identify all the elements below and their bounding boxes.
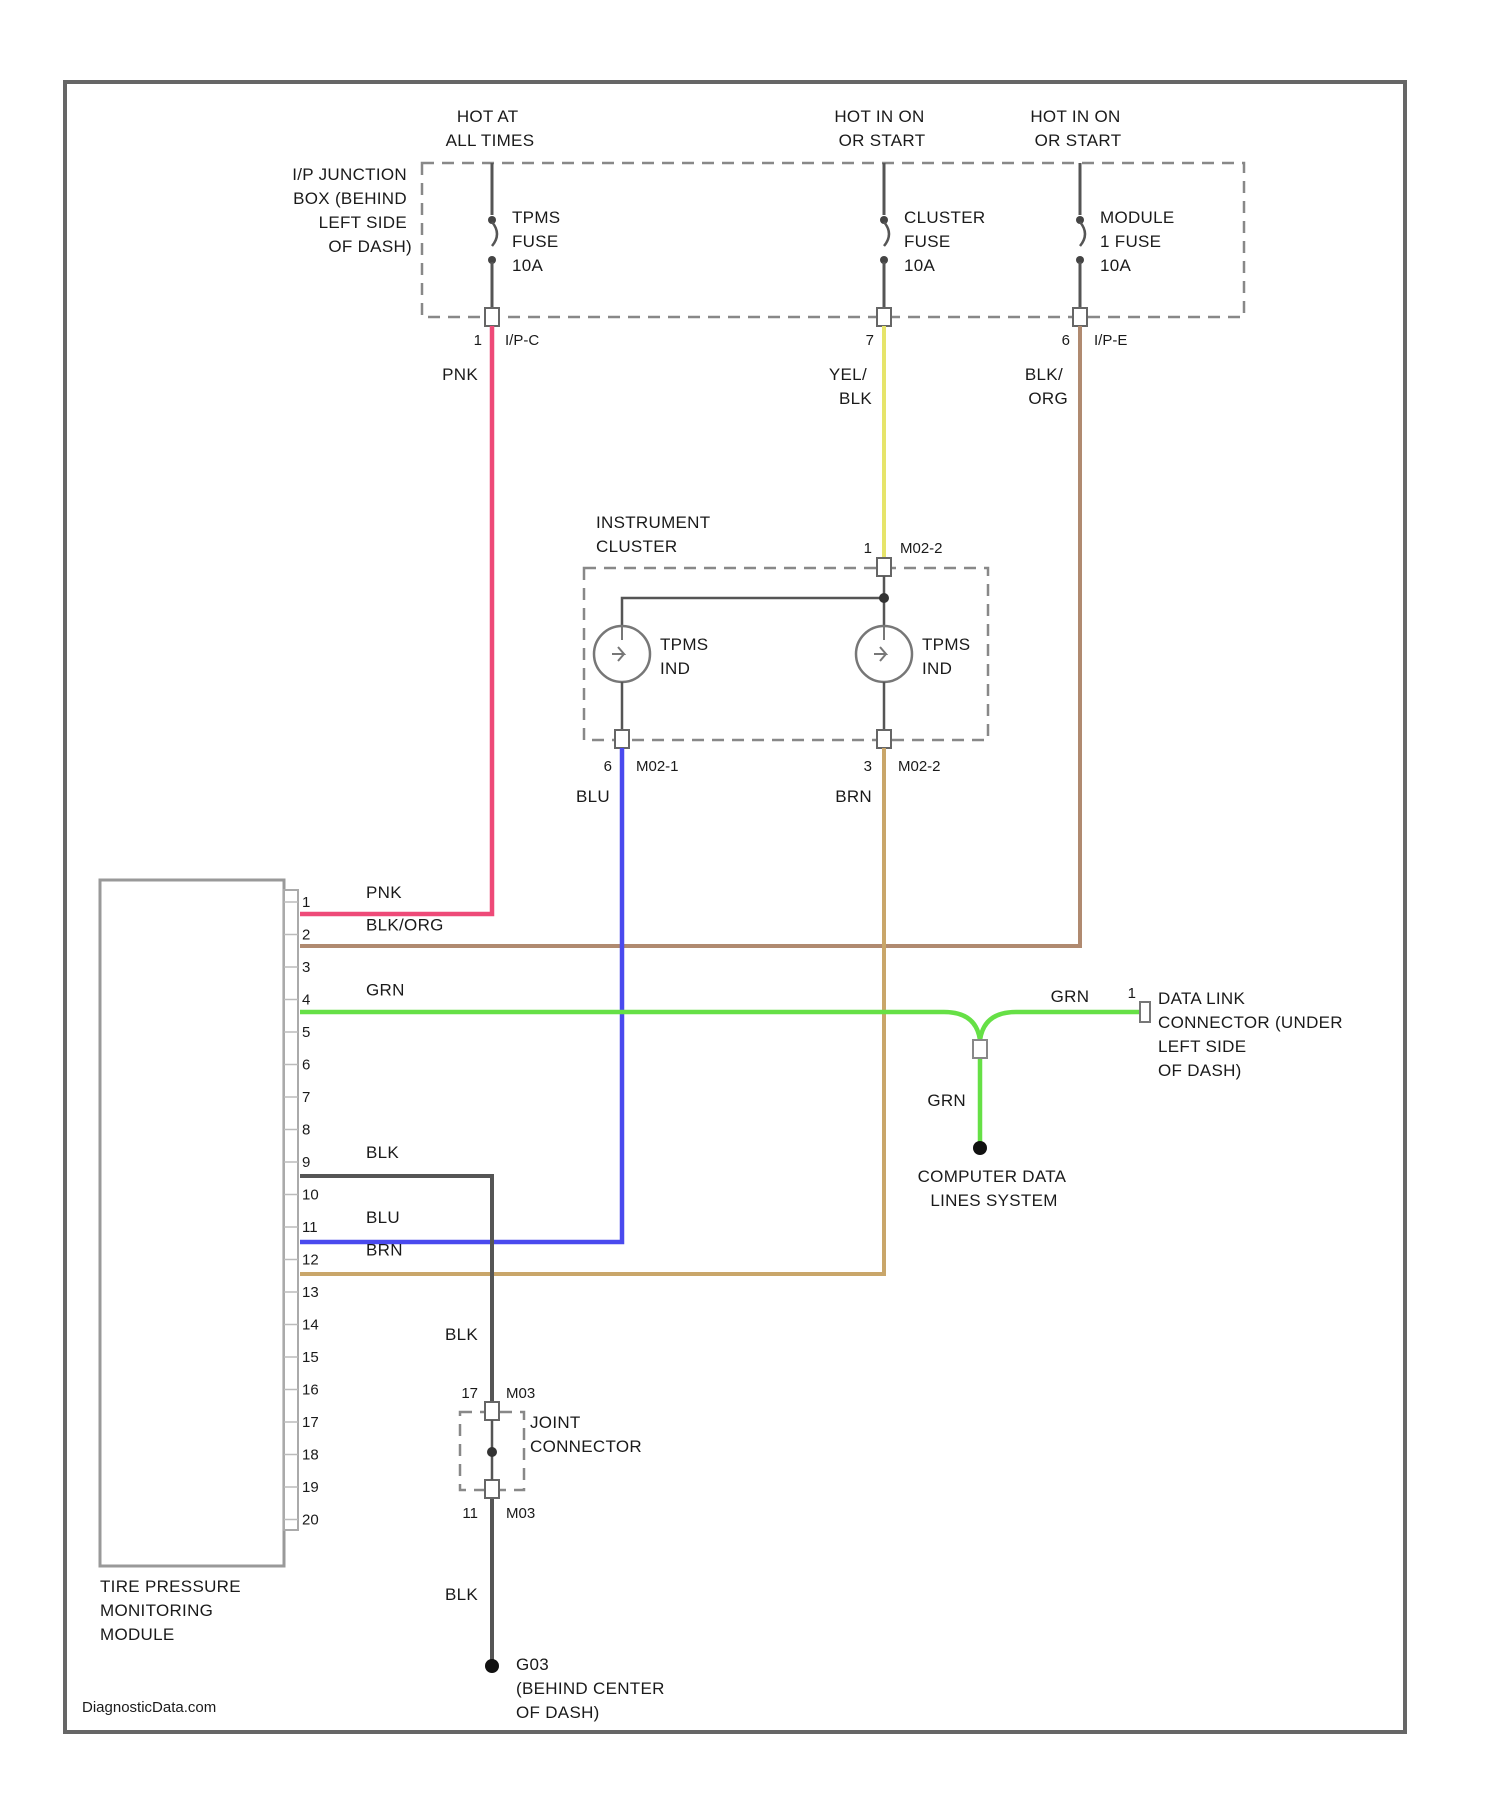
joint-splice <box>487 1447 497 1457</box>
blk-org-wire-label: BLK/ ORG <box>1025 365 1068 408</box>
tpms-fuse: TPMS FUSE 10A <box>488 163 565 317</box>
grn-wire-label-branch: GRN <box>927 1091 966 1110</box>
ipe-pin-module-label: 6 <box>1062 332 1070 349</box>
module-pin-11-wire-label: BLU <box>366 1208 400 1227</box>
ground-id-label: G03 <box>516 1655 549 1674</box>
module-pin-1-wire-label: PNK <box>366 883 402 902</box>
module-pin-3: 3 <box>302 959 310 976</box>
m02-2-top-label: M02-2 <box>900 540 943 557</box>
module-pin-19: 19 <box>302 1479 319 1496</box>
yel-blk-wire-label: YEL/ BLK <box>829 365 872 408</box>
m02-1-pin-label: 6 <box>604 758 612 775</box>
joint-bottom-pin-label: 11 <box>462 1505 478 1522</box>
tpms-indicator-left <box>594 626 650 730</box>
blu-wire <box>300 748 622 1242</box>
module-pin-10: 10 <box>302 1187 319 1204</box>
ipe-connector-label: I/P-E <box>1094 332 1127 349</box>
module-pin-9: 9 <box>302 1154 310 1171</box>
joint-bottom-conn-label: M03 <box>506 1505 535 1522</box>
m02-2-top-pin-label: 1 <box>864 540 872 557</box>
m02-1-label: M02-1 <box>636 758 679 775</box>
module-pin-11: 11 <box>302 1219 318 1236</box>
module-pin-14: 14 <box>302 1317 319 1334</box>
m02-2-bottom-label: M02-2 <box>898 758 941 775</box>
ipc-pin-label: 1 <box>474 332 482 349</box>
module-pin-2-wire-label: BLK/ORG <box>366 916 444 935</box>
cluster-fuse-label: CLUSTER FUSE 10A <box>904 208 990 275</box>
module-pin-12-wire-label: BRN <box>366 1241 403 1260</box>
blk-wire-label-upper: BLK <box>445 1325 478 1344</box>
module-connector-strip <box>284 890 298 1530</box>
joint-top-connector <box>485 1402 499 1420</box>
blk-wire-label-lower: BLK <box>445 1585 478 1604</box>
module-pin-7: 7 <box>302 1089 310 1106</box>
ipc-connector-label: I/P-C <box>505 332 539 349</box>
module-pin-17: 17 <box>302 1414 319 1431</box>
tpms-indicator-right-label: TPMS IND <box>922 635 975 678</box>
module-pin-16: 16 <box>302 1382 319 1399</box>
pnk-wire <box>300 326 492 914</box>
module-label: TIRE PRESSURE MONITORING MODULE <box>100 1577 246 1644</box>
m02-2-top-connector <box>877 558 891 576</box>
instrument-cluster-label: INSTRUMENT CLUSTER <box>596 513 715 556</box>
power-label-cluster: HOT IN ON OR START <box>834 107 929 150</box>
module-pin-2: 2 <box>302 927 310 944</box>
pnk-wire-label: PNK <box>442 365 478 384</box>
dlc-connector <box>1140 1002 1150 1022</box>
joint-top-pin-label: 17 <box>461 1385 478 1402</box>
cluster-fuse: CLUSTER FUSE 10A <box>880 163 990 317</box>
ground-location-label: (BEHIND CENTER OF DASH) <box>516 1679 670 1722</box>
joint-bottom-connector <box>485 1480 499 1498</box>
module-pin-9-wire-label: BLK <box>366 1143 399 1162</box>
module-pin-20: 20 <box>302 1512 319 1529</box>
dlc-pin-label: 1 <box>1128 985 1136 1002</box>
grn-splice-connector <box>973 1040 987 1058</box>
module-fuse-label: MODULE 1 FUSE 10A <box>1100 208 1180 275</box>
data-lines-terminal <box>973 1141 987 1155</box>
module-fuse: MODULE 1 FUSE 10A <box>1076 163 1180 317</box>
junction-box-label: I/P JUNCTION BOX (BEHIND LEFT SIDE OF DA… <box>292 165 412 256</box>
m02-2-bottom-pin-label: 3 <box>864 758 872 775</box>
module-pin-1: 1 <box>302 894 310 911</box>
tpms-indicator-left-label: TPMS IND <box>660 635 713 678</box>
grn-wire-label-dlc: GRN <box>1051 987 1090 1006</box>
module-pin-wire-labels: PNK BLK/ORG GRN BLK BLU BRN <box>366 883 444 1260</box>
power-label-module: HOT IN ON OR START <box>1030 107 1125 150</box>
ipe-pin-cluster-label: 7 <box>866 332 874 349</box>
data-lines-label: COMPUTER DATA LINES SYSTEM <box>918 1167 1071 1210</box>
joint-connector-label: JOINT CONNECTOR <box>530 1413 642 1456</box>
blu-wire-label: BLU <box>576 787 610 806</box>
cluster-internal-feed <box>622 576 884 625</box>
m02-1-connector <box>615 730 629 748</box>
ground-point <box>485 1659 499 1673</box>
module-pin-4: 4 <box>302 992 310 1009</box>
module-pin-12: 12 <box>302 1252 319 1269</box>
grn-wire <box>300 1012 1140 1040</box>
source-credit: DiagnosticData.com <box>82 1699 216 1716</box>
module-pin-6: 6 <box>302 1057 310 1074</box>
module-pin-15: 15 <box>302 1349 319 1366</box>
module-pin-18: 18 <box>302 1447 319 1464</box>
joint-top-conn-label: M03 <box>506 1385 535 1402</box>
module-pin-5: 5 <box>302 1024 310 1041</box>
cluster-splice <box>879 593 889 603</box>
power-label-tpms: HOT AT ALL TIMES <box>446 107 535 150</box>
tpms-indicator-right <box>856 626 912 730</box>
module-pin-8: 8 <box>302 1122 310 1139</box>
module-pin-13: 13 <box>302 1284 319 1301</box>
dlc-label: DATA LINK CONNECTOR (UNDER LEFT SIDE OF … <box>1158 989 1348 1080</box>
brn-wire-label: BRN <box>835 787 872 806</box>
tire-pressure-monitoring-module <box>100 880 284 1566</box>
tpms-fuse-label: TPMS FUSE 10A <box>512 208 565 275</box>
m02-2-bottom-connector <box>877 730 891 748</box>
module-pin-4-wire-label: GRN <box>366 981 405 1000</box>
